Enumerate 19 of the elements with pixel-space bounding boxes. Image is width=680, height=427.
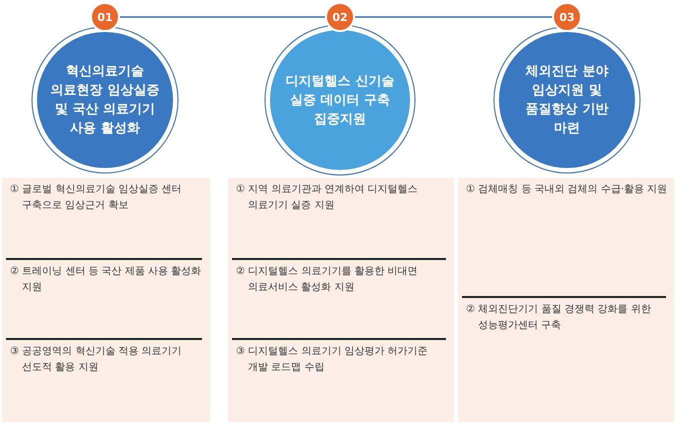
list-item: ① 검체매칭 등 국내외 검체의 수급·활용 지원	[464, 182, 668, 198]
connector-line	[355, 16, 552, 18]
list-item: ③ 공공영역의 혁신기술 적용 의료기기 선도적 활용 지원	[8, 344, 204, 376]
circle-text: 디지털헬스 신기술 실증 데이터 구축 집중지원	[284, 72, 396, 128]
panel-background	[458, 178, 674, 422]
list-item: ② 디지털헬스 의료기기를 활용한 비대면 의료서비스 활성화 지원	[234, 264, 448, 296]
number-badge: 01	[90, 2, 120, 32]
circle-text: 혁신의료기술 의료현장 임상실증 및 국산 의료기기 사용 활성화	[50, 63, 160, 138]
connector-line	[120, 16, 325, 18]
list-item: ③ 디지털헬스 의료기기 임상평가 허가기준 개발 로드맵 수립	[234, 344, 448, 376]
list-item: ① 글로벌 혁신의료기술 임상실증 센터 구축으로 임상근거 확보	[8, 182, 204, 214]
circle-text: 체외진단 분야 임상지원 및 품질향상 기반 마련	[524, 63, 610, 138]
list-item: ② 체외진단기기 품질 경쟁력 강화를 위한 성능평가센터 구축	[464, 302, 668, 334]
number-badge: 03	[552, 2, 582, 32]
list-item: ② 트레이닝 센터 등 국산 제품 사용 활성화 지원	[8, 264, 204, 296]
panel-background	[2, 178, 210, 422]
list-item: ① 지역 의료기관과 연계하여 디지털헬스 의료기기 실증 지원	[234, 182, 448, 214]
number-badge: 02	[325, 2, 355, 32]
panel-background	[228, 178, 454, 422]
